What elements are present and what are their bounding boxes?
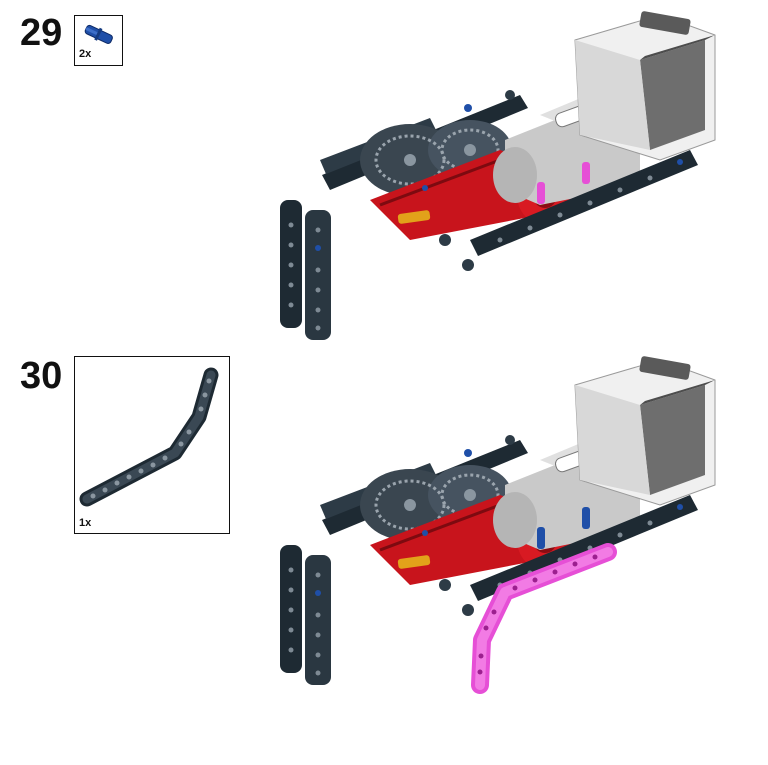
parts-callout-step-30: 1x [74, 356, 230, 534]
part-quantity-step-29: 2x [79, 48, 92, 60]
magenta-bent-liftarm-highlight [471, 543, 617, 694]
blue-axle-pin-icon [84, 24, 113, 44]
bent-liftarm-icon [79, 367, 219, 507]
model-step-30 [278, 354, 717, 687]
pink-pins-step-29 [537, 162, 590, 204]
part-quantity-step-30: 1x [79, 517, 92, 529]
model-step-29 [278, 9, 717, 342]
blue-pins-step-30 [537, 507, 590, 549]
step-number-30: 30 [20, 355, 63, 397]
parts-callout-step-29: 2x [74, 15, 123, 66]
step-number-29: 29 [20, 12, 63, 54]
